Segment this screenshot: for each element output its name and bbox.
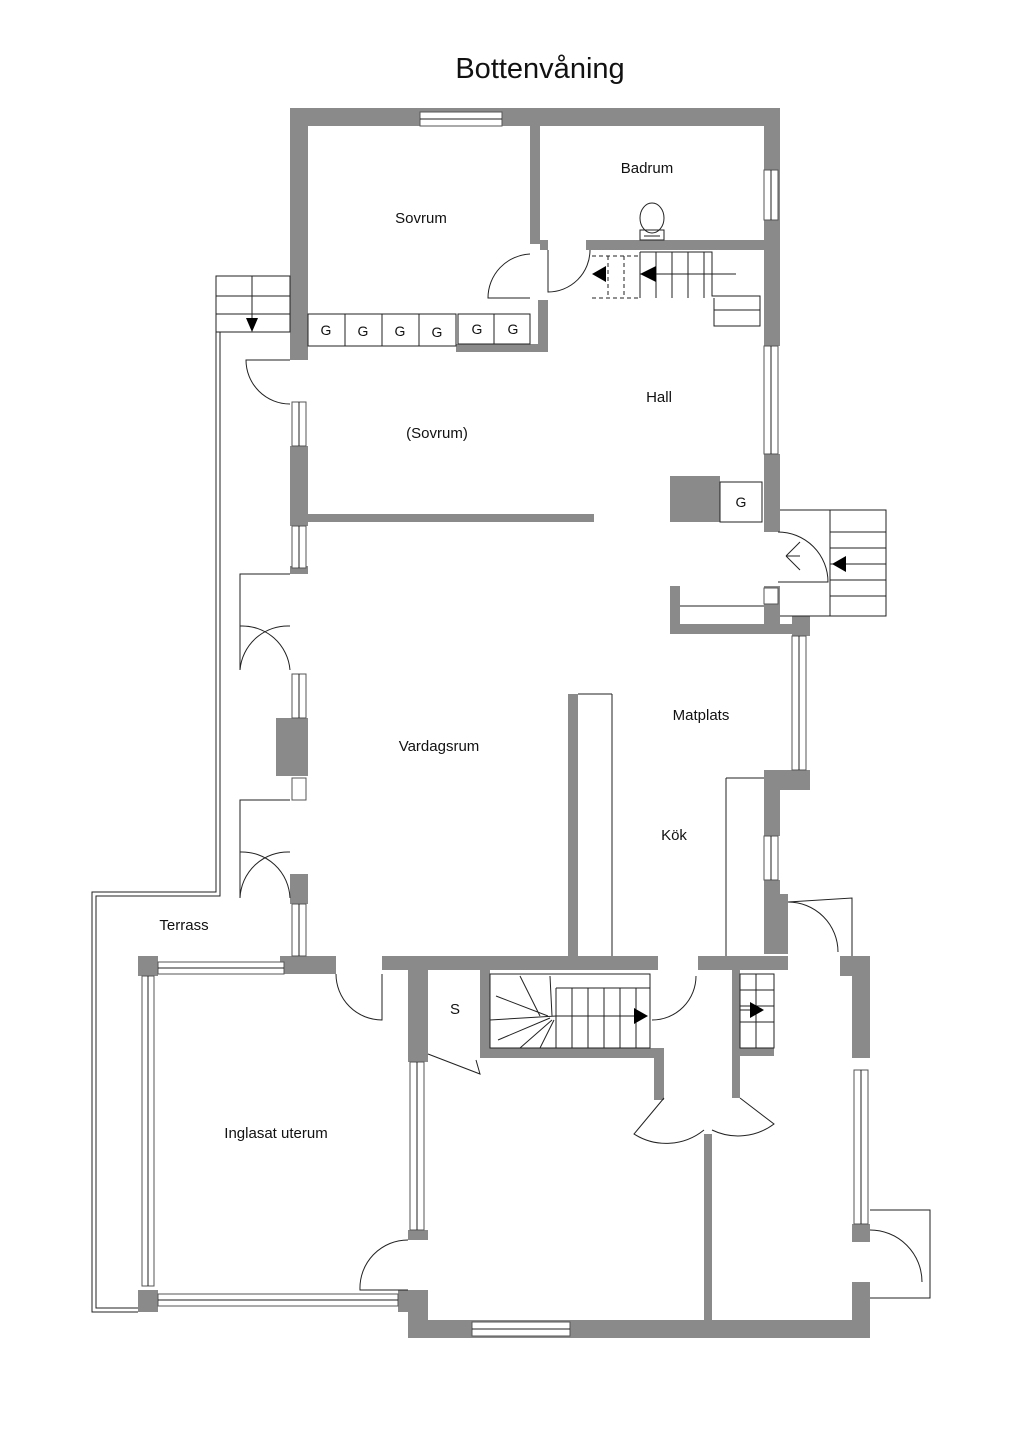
wardrobe-label: G xyxy=(508,321,519,337)
wardrobe-label: G xyxy=(358,323,369,339)
room-label-hall: Hall xyxy=(646,389,672,406)
room-label-vardagsrum: Vardagsrum xyxy=(399,738,480,755)
wardrobe-label: G xyxy=(432,324,443,340)
room-label-sovrum-2: (Sovrum) xyxy=(406,425,468,442)
room-label-sovrum: Sovrum xyxy=(395,210,447,227)
room-label-uterum: Inglasat uterum xyxy=(224,1125,327,1142)
walls xyxy=(138,108,870,1338)
hall-wardrobe-label: G xyxy=(736,494,747,510)
toilet-icon xyxy=(639,202,665,241)
room-label-badrum: Badrum xyxy=(621,160,674,177)
windows xyxy=(141,111,869,1337)
room-label-kok: Kök xyxy=(661,827,687,844)
wardrobe-label: G xyxy=(472,321,483,337)
room-label-matplats: Matplats xyxy=(673,707,730,724)
plan-title: Bottenvåning xyxy=(455,53,624,85)
room-label-storage: S xyxy=(450,1001,460,1018)
stairs xyxy=(215,251,887,1049)
doors xyxy=(239,249,931,1299)
wardrobe-label: G xyxy=(395,323,406,339)
room-label-terrass: Terrass xyxy=(159,917,208,934)
fixtures xyxy=(91,202,764,1313)
wardrobe-label: G xyxy=(321,322,332,338)
